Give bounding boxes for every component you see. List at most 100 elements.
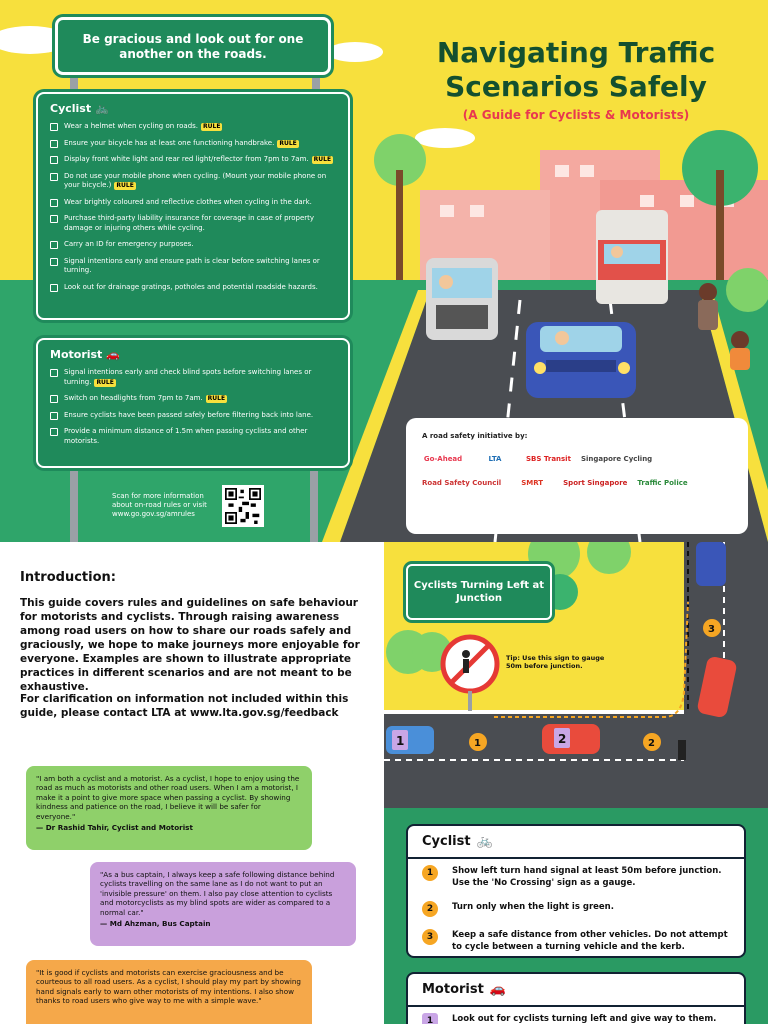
intro-panel: Introduction: This guide covers rules an… [0,542,384,1024]
checklist-text: Wear brightly coloured and reflective cl… [64,197,312,206]
quote-text: "It is good if cyclists and motorists ca… [36,968,301,1006]
scenario-sign: Cyclists Turning Left at Junction [406,564,552,620]
junction-scene: 1 2 1 2 3 Cyclists Turning Left at Junct… [384,542,768,808]
partner-logo: LTA [488,455,502,463]
checkbox-icon [50,283,58,292]
checkbox-icon [50,369,58,377]
intro-paragraph: This guide covers rules and guidelines o… [20,597,360,693]
checkbox-icon [50,428,58,436]
checklist-item: Look out for drainage gratings, potholes… [50,283,336,293]
svg-text:2: 2 [648,738,655,749]
motorist-checklist: Motorist🚗 Signal intentions early and ch… [36,338,350,468]
partner-logo: SMRT [521,479,544,487]
checklist-text: Do not use your mobile phone when cyclin… [64,171,327,190]
checklist-text: Carry an ID for emergency purposes. [64,240,194,248]
checklist-item: Wear a helmet when cycling on roads.RULE [50,122,336,132]
checkbox-icon [50,139,58,148]
checkbox-icon [50,172,58,181]
motorist-heading: Motorist🚗 [50,348,121,361]
checklist-item: Signal intentions early and check blind … [50,368,336,387]
qr-code[interactable] [222,485,264,527]
checkbox-icon [50,241,58,249]
rule-badge: RULE [205,395,228,403]
partner-logo: Road Safety Council [422,479,502,487]
rule-badge: RULE [277,139,299,148]
car-icon: 🚗 [489,982,507,997]
step-number: 3 [422,929,438,945]
partner-logo: Sport Singapore [563,479,628,487]
rule-badge: RULE [311,156,334,164]
cyclist-steps-card: Cyclist🚲 1 Show left turn hand signal at … [406,824,746,958]
checklist-item: Ensure your bicycle has at least one fun… [50,139,336,149]
rule-badge: RULE [114,182,136,190]
checkbox-icon [50,156,58,164]
step-text: Keep a safe distance from other vehicles… [452,930,728,952]
partner-logo: Traffic Police [637,479,688,487]
checklist-item: Purchase third-party liability insurance… [50,214,336,233]
checklist-text: Signal intentions early and check blind … [64,368,312,387]
checklist-item: Signal intentions early and ensure path … [50,257,336,276]
scenario-panel: 1 2 1 2 3 Cyclists Turning Left at Junct… [384,542,768,1024]
page-subtitle: (A Guide for Cyclists & Motorists) [462,108,690,122]
step-row: 2 Turn only when the light is green. [408,895,744,923]
slogan-sign: Be gracious and look out for one another… [55,17,331,75]
quote-author: — Dr Rashid Tahir, Cyclist and Motorist [36,823,193,833]
step-number: 1 [422,865,438,881]
page-title: Navigating Traffic Scenarios Safely [436,36,716,103]
bicycle-icon: 🚲 [476,834,493,849]
cyclist-heading: Cyclist🚲 [50,102,109,115]
quote-bubble: "It is good if cyclists and motorists ca… [26,960,312,1024]
bicycle-icon: 🚲 [95,102,109,115]
motorist-steps-heading: Motorist🚗 [422,982,507,997]
checklist-item: Provide a minimum distance of 1.5m when … [50,427,336,446]
checklist-text: Ensure cyclists have been passed safely … [64,410,314,419]
feedback-link[interactable]: www.lta.gov.sg/feedback [189,707,339,719]
checklist-text: Signal intentions early and ensure path … [64,256,320,275]
checklist-text: Ensure your bicycle has at least one fun… [64,138,299,148]
step-number: 1 [422,1013,438,1024]
checklist-item: Ensure cyclists have been passed safely … [50,411,336,421]
checkbox-icon [50,257,58,266]
svg-text:1: 1 [474,738,481,749]
intro-contact: For clarification on information not inc… [20,693,349,719]
checkbox-icon [50,395,58,403]
sign-post [312,76,320,94]
partners-box: A road safety initiative by: Go-Ahead LTA… [406,418,748,534]
cyclist-steps-heading: Cyclist🚲 [422,834,493,849]
step-number: 2 [422,901,438,917]
partner-logo: Go-Ahead [423,455,463,463]
tip-text: Tip: Use this sign to gauge 50m before j… [506,654,605,670]
quote-bubble: "I am both a cyclist and a motorist. As … [26,766,312,850]
intro-heading: Introduction: [20,570,116,585]
checklist-item: Display front white light and rear red l… [50,155,336,165]
partner-logo: SBS Transit [526,455,571,463]
quote-text: "As a bus captain, I always keep a safe … [100,870,335,917]
quote-bubble: "As a bus captain, I always keep a safe … [90,862,356,946]
checklist-item: Carry an ID for emergency purposes. [50,240,336,250]
rule-badge: RULE [94,378,116,387]
checklist-text: Provide a minimum distance of 1.5m when … [64,427,308,445]
partner-logo: Singapore Cycling [580,455,653,463]
step-row: 1 Show left turn hand signal at least 50m… [408,859,744,895]
quote-text: "I am both a cyclist and a motorist. As … [36,774,300,821]
step-text: Turn only when the light is green. [452,902,614,912]
cyclist-checklist: Cyclist🚲 Wear a helmet when cycling on r… [36,92,350,320]
cover-panel: Be gracious and look out for one another… [0,0,768,542]
checklist-item: Wear brightly coloured and reflective cl… [50,198,336,208]
checklist-text: Purchase third-party liability insurance… [64,214,315,232]
car-icon: 🚗 [106,348,121,361]
checklist-text: Wear a helmet when cycling on roads.RULE [64,122,223,131]
quote-author: — Md Ahzman, Bus Captain [100,919,211,929]
checklist-text: Look out for drainage gratings, potholes… [64,282,318,291]
checkbox-icon [50,123,58,131]
checkbox-icon [50,198,58,207]
checklist-item: Do not use your mobile phone when cyclin… [50,172,336,191]
checklist-item: Switch on headlights from 7pm to 7am.RUL… [50,394,336,404]
partners-label: A road safety initiative by: [422,432,528,440]
checkbox-icon [50,215,58,223]
checklist-text: Display front white light and rear red l… [64,155,334,164]
step-text: Show left turn hand signal at least 50m … [452,866,722,888]
checklist-text: Switch on headlights from 7pm to 7am.RUL… [64,394,228,403]
